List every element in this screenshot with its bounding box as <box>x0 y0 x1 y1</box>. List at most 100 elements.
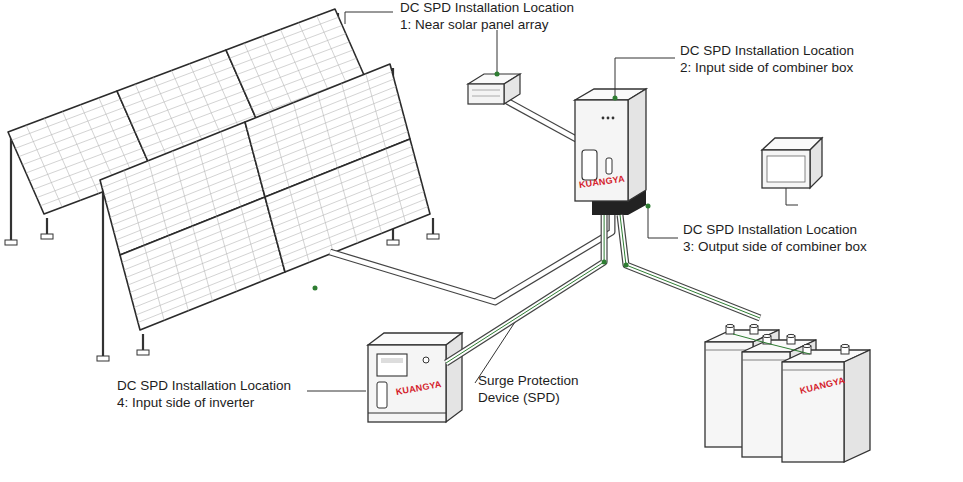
junction-conduit-core <box>505 100 578 140</box>
leader-line <box>615 58 675 98</box>
inverter-display <box>377 354 407 376</box>
battery-terminal-cap <box>750 324 758 327</box>
combiner-switch <box>606 158 612 174</box>
inverter-front <box>368 345 446 422</box>
cell-line <box>124 212 269 270</box>
panel-foot <box>387 240 399 245</box>
battery-link <box>733 334 810 354</box>
battery-side <box>844 350 870 462</box>
cell-line <box>134 250 279 308</box>
cell-line <box>267 147 412 205</box>
leader-line <box>497 30 498 74</box>
device-side <box>810 138 822 188</box>
wire-dot <box>313 286 318 291</box>
cell-line <box>102 130 247 188</box>
callout-text: Surge Protection <box>478 373 579 389</box>
panel-row <box>97 64 439 361</box>
cell-line <box>251 87 396 145</box>
cell-line <box>132 242 277 300</box>
wire-dot <box>624 263 629 268</box>
inverter-display-line <box>381 358 403 363</box>
combiner-front <box>575 100 628 201</box>
solar-panel <box>265 139 430 272</box>
cell-line <box>279 192 424 250</box>
battery-terminal-cap <box>726 324 734 327</box>
panel-foot <box>137 350 149 355</box>
solar-array <box>5 9 439 361</box>
cell-line <box>253 94 398 152</box>
battery-terminal-cap <box>803 344 811 347</box>
cell-line <box>126 220 271 278</box>
combiner-side <box>628 89 646 201</box>
cell-line <box>271 162 416 220</box>
conduit-wire <box>446 215 607 363</box>
cell-line <box>283 207 428 265</box>
cell-line <box>130 235 275 293</box>
array-conduit-core <box>330 214 612 302</box>
battery-bank: KUANGYA <box>700 318 885 478</box>
inverter-side <box>446 333 462 422</box>
cell-line <box>122 205 267 263</box>
leader-dot <box>613 96 618 101</box>
battery-terminal-cap <box>763 334 771 337</box>
inverter-knob <box>423 357 429 363</box>
callout-text: 1: Near solar panel array <box>400 17 549 33</box>
panel-leg <box>102 184 104 358</box>
callout-text: DC SPD Installation Location <box>680 43 854 59</box>
device-screen <box>767 156 805 182</box>
brand-logo: KUANGYA <box>395 379 442 397</box>
solar-panel <box>120 197 285 330</box>
cell-line <box>281 199 426 257</box>
battery-lid <box>742 360 790 361</box>
battery-lid <box>782 370 844 371</box>
callout-text: DC SPD Installation Location <box>117 378 291 394</box>
wire-dot <box>602 260 607 265</box>
callout-text: 3: Output side of combiner box <box>683 239 867 255</box>
cell-line <box>277 184 422 242</box>
conduit-core <box>446 215 604 363</box>
panel-foot <box>97 356 109 361</box>
cell-line <box>128 227 273 285</box>
inverter-foot-line <box>368 413 446 414</box>
device-front <box>762 150 810 188</box>
callout-text: 2: Input side of combiner box <box>680 60 853 76</box>
callout-text: DC SPD Installation Location <box>683 222 857 238</box>
cell-line <box>136 257 281 315</box>
panel-leg <box>432 218 434 236</box>
panel-leg <box>10 136 12 242</box>
junction-box-front <box>468 84 504 104</box>
inverter: KUANGYA <box>368 345 446 422</box>
combiner-box: KUANGYA <box>575 100 628 215</box>
array-conduit <box>330 214 612 302</box>
brand-logo: KUANGYA <box>799 375 846 396</box>
combiner-window <box>582 150 597 180</box>
cell-line <box>110 160 255 218</box>
leader-dot <box>495 72 500 77</box>
panel-foot <box>5 240 17 245</box>
panel-leg <box>46 218 48 236</box>
leader-line <box>345 12 393 24</box>
junction-box-detail <box>472 96 500 97</box>
battery-bank <box>705 324 870 462</box>
cell-line <box>108 152 253 210</box>
panel-foot <box>427 234 439 239</box>
callout-text: 4: Input side of inverter <box>117 395 254 411</box>
panel-leg <box>142 334 144 352</box>
cell-line <box>247 72 392 130</box>
junction-box-detail <box>472 90 500 91</box>
leader-line <box>648 206 678 238</box>
battery-terminal-cap <box>841 344 849 347</box>
brand-logo: KUANGYA <box>578 174 625 190</box>
conduit-inner <box>446 215 604 363</box>
cell-line <box>275 177 420 235</box>
conduit-outer <box>446 215 604 363</box>
cell-line <box>106 145 251 203</box>
callout-text: DC SPD Installation Location <box>400 0 574 16</box>
leader-line <box>307 391 366 392</box>
cell-line <box>255 102 400 160</box>
led <box>607 117 610 120</box>
junction-box-side <box>504 74 520 104</box>
device-lead <box>786 188 798 205</box>
junction-conduit <box>505 100 578 140</box>
